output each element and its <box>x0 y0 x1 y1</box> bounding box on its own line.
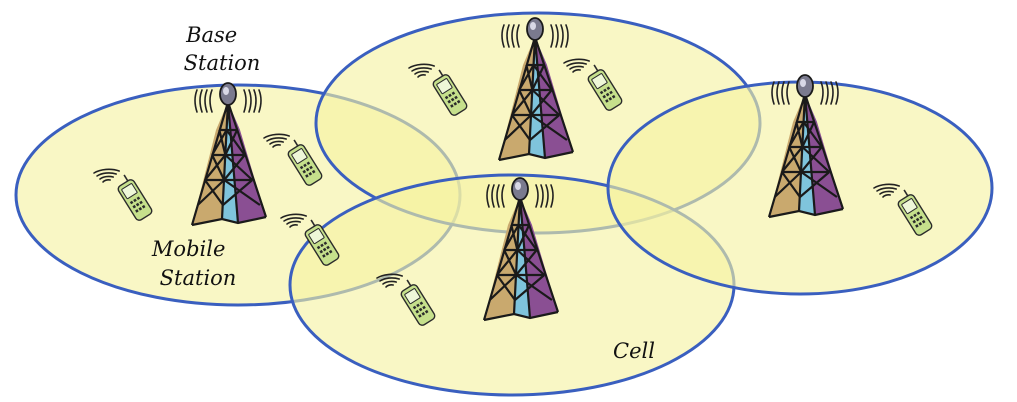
mobile-phone-icon <box>563 58 623 111</box>
cell-tower-icon <box>482 177 560 322</box>
mobile-station-label: Mobile Station <box>151 237 236 290</box>
cell-label: Cell <box>613 339 655 363</box>
mobile-phone-icon <box>93 168 153 221</box>
mobile-phone-icon <box>873 183 933 236</box>
cells <box>14 11 994 397</box>
mobile-phone-icon <box>263 133 323 186</box>
cell-tower-icon <box>767 74 845 219</box>
mobile-phone-icon <box>280 213 340 266</box>
cell-tower-icon <box>190 82 268 227</box>
mobile-phone-icon <box>408 63 468 116</box>
mobile-phone-icon <box>376 273 436 326</box>
base-station-label: Base Station <box>184 23 261 75</box>
cell-tower-icon <box>497 17 575 162</box>
